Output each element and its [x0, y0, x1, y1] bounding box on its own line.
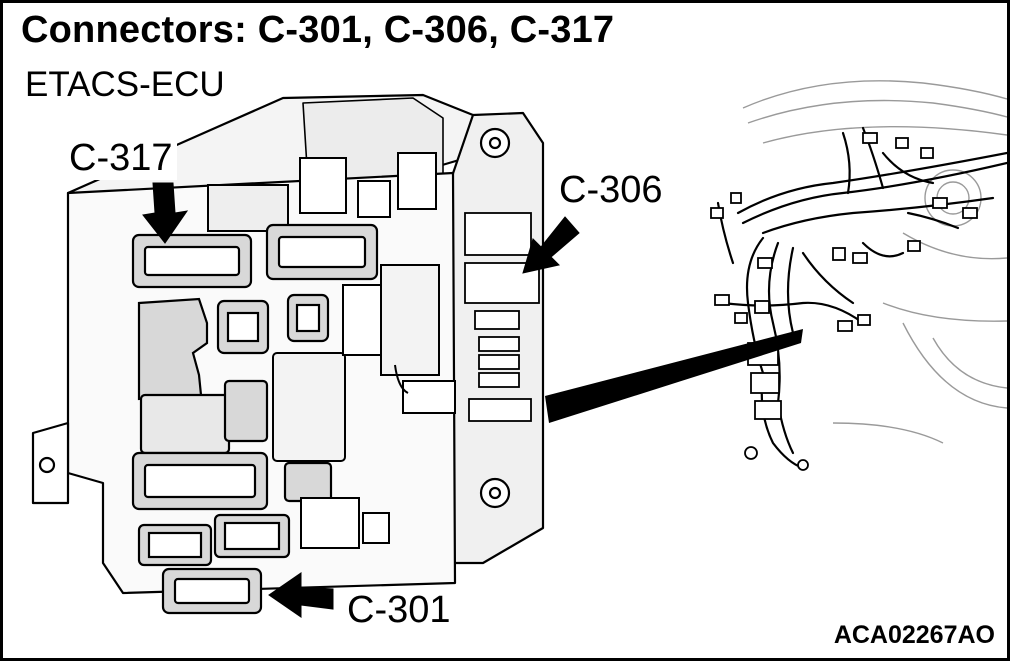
- callout-c317: C-317: [65, 137, 177, 180]
- connector-sockets: [131, 223, 379, 615]
- figure-code: ACA02267AO: [833, 621, 995, 649]
- ecu-illustration: [31, 80, 1007, 618]
- diagram-title: Connectors: C-301, C-306, C-317: [21, 9, 615, 51]
- component-name: ETACS-ECU: [25, 65, 231, 105]
- relays: [207, 152, 437, 232]
- callout-arrows: [142, 182, 580, 618]
- internal-relays: [272, 264, 456, 549]
- dashboard-outline: [742, 80, 1007, 444]
- zoom-pointer: [545, 329, 803, 423]
- fuse-column: [464, 212, 540, 422]
- harness-connectors: [710, 132, 978, 471]
- callout-c306: C-306: [555, 169, 667, 212]
- callout-c301: C-301: [343, 589, 455, 632]
